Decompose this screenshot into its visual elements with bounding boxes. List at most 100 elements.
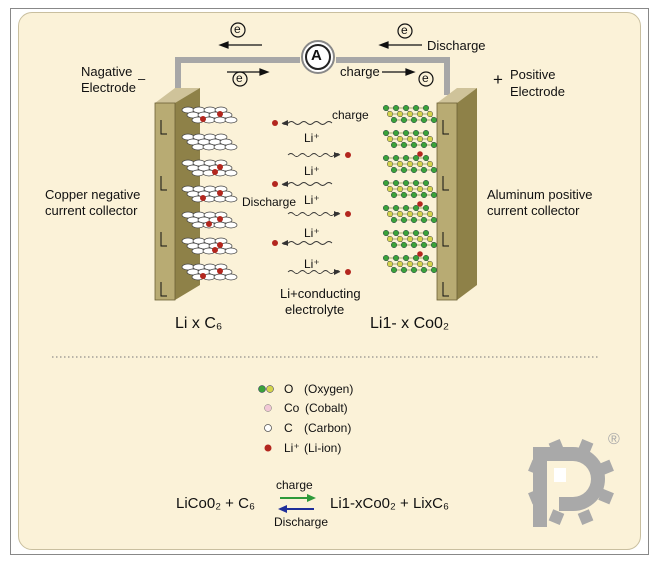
cathode-formula: Li1- x Co0₂ (370, 315, 450, 332)
electron-circles (230, 22, 434, 87)
oxygen-atom (391, 267, 398, 274)
oxygen-atom (411, 216, 418, 223)
li-ion-dot (206, 221, 212, 227)
oxygen-atom (403, 179, 410, 186)
legend-cobalt-symbol: Co (284, 401, 300, 415)
oxygen-atom (383, 154, 390, 161)
cobalt-atom (397, 185, 404, 192)
oxygen-atom (383, 104, 390, 111)
oxygen-atom (393, 179, 400, 186)
cathode-lattice-layer (383, 129, 438, 157)
electron-label: e (236, 71, 243, 85)
graphite-sheet (181, 159, 238, 177)
cobalt-atom (427, 135, 434, 142)
li-ion-label: Li⁺ (304, 164, 320, 178)
cathode-lattice-layer (383, 254, 438, 274)
aluminum-current-collector (436, 88, 477, 301)
oxygen-atom (413, 129, 420, 136)
negative-electrode-label: Nagative (81, 64, 133, 79)
oxygen-atom (393, 104, 400, 111)
li-ion-dot (272, 120, 278, 126)
li-ion-dot (200, 273, 206, 279)
cobalt-atom (397, 210, 404, 217)
li-ion-dot (272, 181, 278, 187)
oxygen-atom (393, 129, 400, 136)
oxygen-atom (423, 104, 430, 111)
graphite-anode-layers (181, 106, 238, 281)
li-ion-dot (417, 201, 423, 207)
oxygen-atom (421, 166, 428, 173)
oxygen-atom (413, 254, 420, 261)
oxygen-atom (423, 204, 430, 211)
legend-li-ion-symbol: Li⁺ (284, 441, 300, 455)
cobalt-atom (427, 110, 434, 117)
electron-label: e (234, 22, 241, 36)
li-ion-dot (417, 251, 423, 257)
oxygen-atom (431, 191, 438, 198)
oxygen-atom (401, 216, 408, 223)
oxygen-atom (423, 179, 430, 186)
cobalt-atom (417, 210, 424, 217)
oxygen-atom (413, 229, 420, 236)
oxygen-atom (393, 229, 400, 236)
oxygen-atom (393, 204, 400, 211)
legend-cobalt-desc: (Cobalt) (305, 401, 348, 415)
oxygen-atom (383, 204, 390, 211)
cobalt-atom (427, 185, 434, 192)
positive-electrode-label: Positive (510, 67, 556, 82)
ion-wavy-arrow (281, 120, 333, 126)
oxygen-atom (431, 241, 438, 248)
oxygen-atom (421, 141, 428, 148)
cobalt-atom (407, 235, 414, 242)
cobalt-atom (407, 185, 414, 192)
oxygen-atom (403, 104, 410, 111)
ion-wavy-arrow (281, 240, 333, 246)
external-circuit-wire (175, 57, 450, 95)
electrolyte-label: electrolyte (285, 302, 345, 317)
oxygen-atom (413, 154, 420, 161)
oxygen-atom (421, 241, 428, 248)
aluminum-collector-label: current collector (487, 203, 580, 218)
cobalt-atom (387, 110, 394, 117)
cobalt-atom (397, 110, 404, 117)
gear-tooth (548, 509, 565, 525)
oxygen-atom (431, 267, 438, 274)
equation-right: Li1-xCo0₂ + LixC₆ (330, 495, 450, 512)
oxygen-atom (411, 191, 418, 198)
ion-discharge-label: Discharge (242, 195, 297, 209)
graphite-sheet (181, 106, 238, 124)
cobalt-atom (407, 110, 414, 117)
equation-left: LiCo0₂ + C₆ (176, 495, 255, 512)
li-ion-label: Li⁺ (304, 226, 320, 240)
cobalt-atom (387, 235, 394, 242)
cobalt-atom (417, 185, 424, 192)
oxygen-atom (391, 116, 398, 123)
ammeter-label: A (311, 47, 322, 64)
oxygen-atom (383, 229, 390, 236)
cathode-lattice-layer (383, 204, 438, 223)
oxygen-atom (391, 241, 398, 248)
oxygen-atom (423, 154, 430, 161)
oxygen-atom (403, 254, 410, 261)
li-ion-dot (212, 169, 218, 175)
ion-wavy-arrow (287, 211, 341, 217)
electron-label: e (401, 23, 408, 37)
oxygen-atom (421, 216, 428, 223)
electrolyte-label: Li+conducting (280, 286, 361, 301)
cathode-lattice-layer (383, 229, 438, 257)
oxygen-atom (431, 116, 438, 123)
gear-tooth (598, 488, 614, 505)
cobalt-atom (407, 261, 414, 268)
graphite-sheet (181, 263, 238, 281)
oxygen-atom (403, 129, 410, 136)
company-logo (528, 439, 614, 527)
legend-oxygen-desc: (Oxygen) (304, 382, 354, 396)
cobalt-atom (387, 160, 394, 167)
li-ion-label: Li⁺ (304, 193, 320, 207)
negative-electrode-label: Electrode (81, 80, 136, 95)
oxygen-atom (423, 129, 430, 136)
cobalt-atom (397, 261, 404, 268)
cobalt-atom (387, 135, 394, 142)
oxygen-atom (393, 154, 400, 161)
